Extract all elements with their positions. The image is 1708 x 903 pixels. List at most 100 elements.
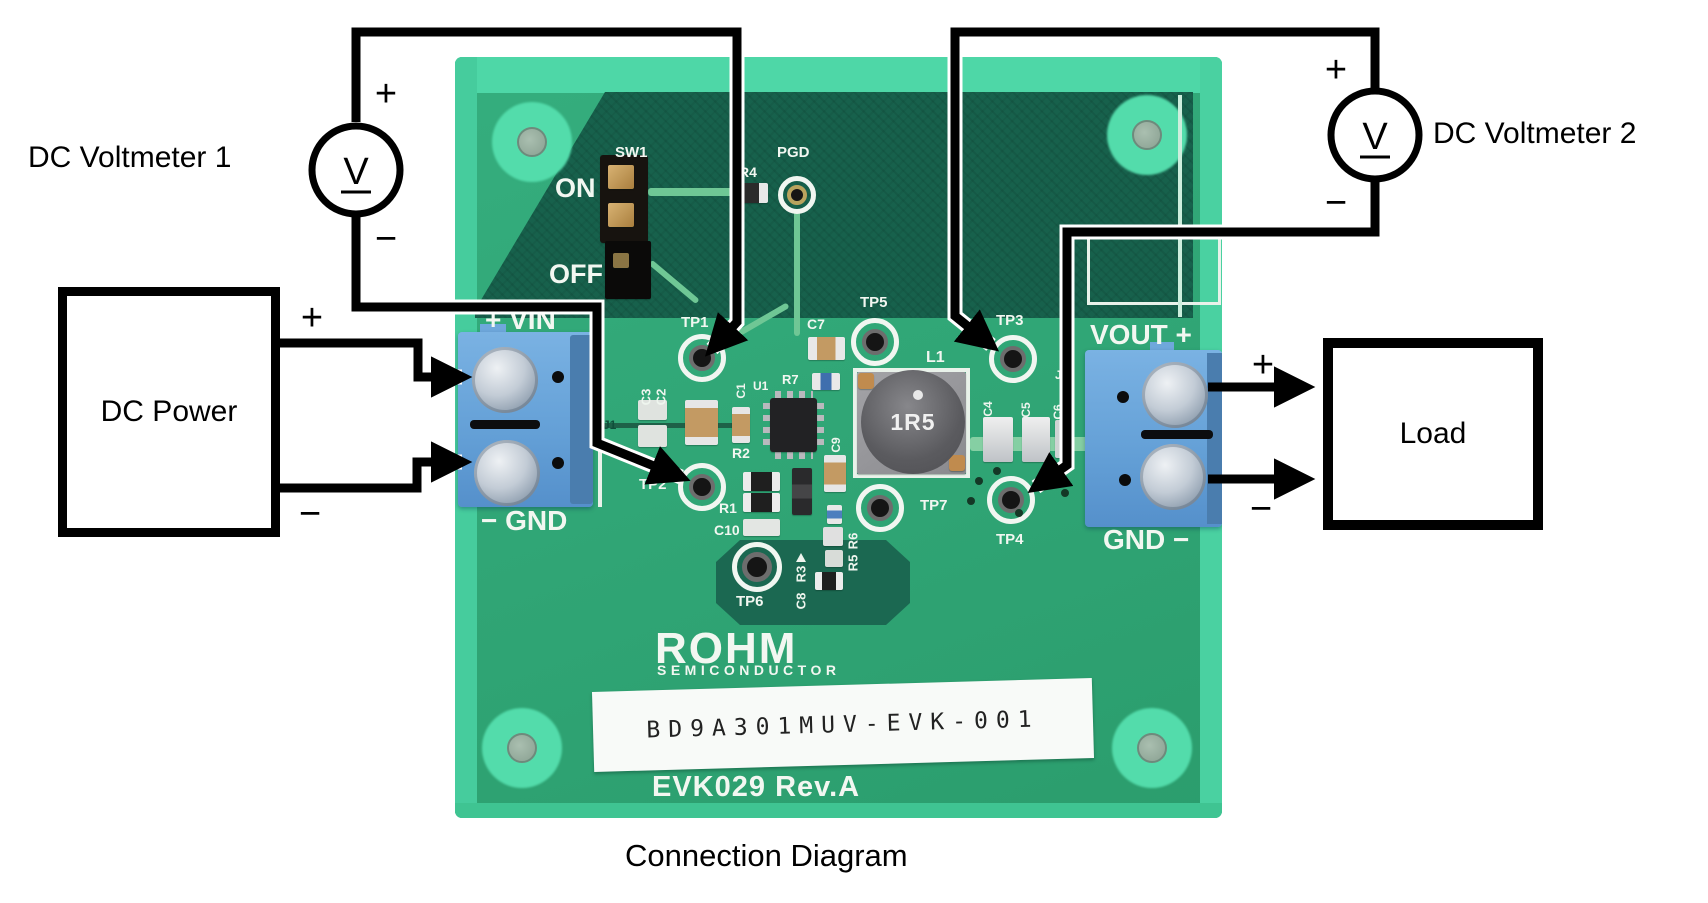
silk-c7-label: C7 [807,316,825,332]
silk-c4-label: C4 [981,401,995,417]
load-minus-sign: − [1250,488,1272,530]
resistor-pack [792,468,812,515]
capacitor-c2 [685,400,718,445]
resistor-r7 [812,373,840,390]
jumper-pin [608,165,634,189]
voltmeter2-v: V [1362,116,1388,158]
load-label: Load [1399,417,1467,450]
dcpower-plus-sign: + [301,297,323,339]
silk-c10-label: C10 [714,522,740,538]
copper-trace [648,188,736,196]
resistor-r3 [815,572,843,590]
silk-r3-arrow [796,553,806,562]
inductor-l1-body: 1R5 [861,370,965,474]
silk-c5-label: C5 [1019,402,1033,418]
capacitor-c10 [743,519,780,536]
mounting-hole [507,733,537,763]
test-point-tp4 [987,476,1035,524]
silk-tp7-label: TP7 [920,497,948,514]
jumper-pin [608,203,634,227]
silk-r6-label: R6 [845,532,861,550]
dc-power-label: DC Power [100,395,238,428]
vin-plus-screw [472,347,538,413]
inductor-dot [913,390,923,400]
voltmeter2-symbol: V [1327,87,1423,183]
silk-vin-label: + VIN [485,304,556,335]
terminal-wire-hole [1117,391,1129,403]
load-plus-sign: + [1252,344,1274,386]
silk-c3-label: C3 [638,388,654,406]
capacitor-c4 [983,417,1013,462]
silk-vin-gnd-label: − GND [481,505,568,536]
rohm-logo: ROHM [655,624,798,673]
vin-gnd-screw [474,440,540,506]
capacitor-c7 [808,337,845,360]
vout-plus-screw [1142,362,1208,428]
capacitor-c6 [1055,420,1070,458]
test-point-tp5 [851,318,899,366]
silk-tp4-label: TP4 [996,531,1024,548]
pcb-board: 1R5 ON OFF [455,57,1222,818]
board-edge-bottom [455,803,1222,818]
silk-vout-gnd-label: GND − [1103,524,1190,555]
part-number-sticker: BD9A301MUV-EVK-001 [591,678,1095,772]
capacitor-c9 [824,455,846,492]
capacitor-c3-pad [638,425,667,447]
silk-sw1-label: SW1 [615,144,648,161]
capacitor [825,550,843,567]
silk-c9-label: C9 [829,437,843,453]
ic-pins [817,403,824,447]
test-point-tp1 [678,334,726,382]
ic-pins [763,403,770,447]
silk-j2-label: J2 [1055,368,1069,382]
silk-r7-label: R7 [782,372,799,387]
test-point-pgd [778,176,816,214]
silk-line [1178,95,1182,317]
silk-tp6-label: TP6 [736,593,764,610]
silk-r2-label: R2 [732,445,750,461]
terminal-wire-hole [1119,474,1131,486]
capacitor-c1 [732,407,750,443]
resistor [743,493,780,512]
part-number-text: BD9A301MUV-EVK-001 [646,706,1040,744]
connector-j1-silk-outline [598,303,602,507]
silk-c2-label: C2 [653,388,669,406]
wire-dcpower-plus-vin [280,338,473,398]
copper-trace [794,210,800,336]
board-revision-label: EVK029 Rev.A [652,771,861,803]
silk-pgd-label: PGD [777,144,810,161]
capacitor [827,505,842,524]
inductor-winding [949,455,965,471]
silk-l1-label: L1 [926,349,945,366]
test-point-tp7 [856,484,904,532]
silk-c6-label: C6 [1051,404,1065,420]
silk-tp3-label: TP3 [996,312,1024,329]
capacitor [823,527,843,546]
capacitor-c5 [1022,417,1050,462]
voltmeter1-plus-sign: + [375,73,397,115]
test-point-tp3 [989,335,1037,383]
silk-c1-label: C1 [734,383,748,399]
silk-j1-label: J1 [603,418,617,432]
dc-power-box: DC Power [58,287,280,537]
voltmeter2-minus-sign: − [1325,182,1347,224]
resistor [743,472,780,491]
terminal-wire-hole [552,371,564,383]
diagram-caption: Connection Diagram [625,838,908,873]
silk-tp1-label: TP1 [681,314,709,331]
connector-j2-silk-outline [1087,235,1221,305]
voltmeter1-symbol: V [308,122,404,218]
silk-r1-label: R1 [719,500,737,516]
voltmeter1-minus-sign: − [375,218,397,260]
mounting-hole [517,127,547,157]
jumper-sw1-cap [605,241,651,299]
silk-c8-label: C8 [793,592,809,610]
voltmeter2-label: DC Voltmeter 2 [1433,117,1637,150]
terminal-block-vin-side [570,335,593,504]
voltmeter2-plus-sign: + [1325,49,1347,91]
ic-u1 [770,398,817,452]
load-box: Load [1323,338,1543,530]
board-edge-top [455,57,1222,93]
silk-r3-label: R3 [793,565,809,583]
